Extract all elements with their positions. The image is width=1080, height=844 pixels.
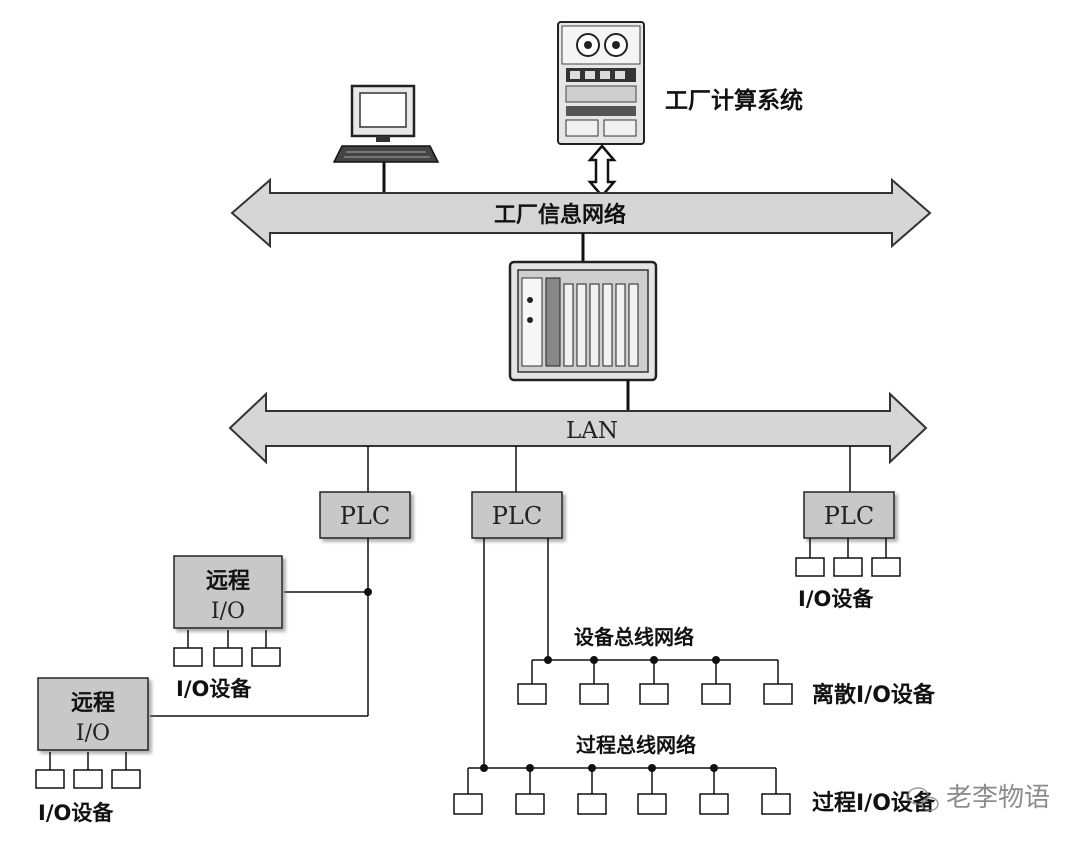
plc-3-io-devices	[795, 557, 901, 577]
plc-1-label: PLC	[340, 502, 390, 530]
plc-2: PLC	[471, 491, 563, 539]
device-bus-junctions	[544, 656, 720, 664]
remote-io-2: 远程 I/O	[37, 677, 149, 751]
workstation-icon	[332, 84, 440, 163]
remote-io-1-subtitle: I/O	[211, 599, 245, 624]
plc-3-io-links	[809, 538, 887, 558]
process-bus-junctions	[480, 764, 718, 772]
plc-1: PLC	[319, 491, 411, 539]
remote-io-1-devices	[173, 647, 281, 667]
plc-1-remote-links	[150, 538, 369, 717]
factory-info-network-label: 工厂信息网络	[494, 202, 626, 228]
remote-io-2-device-links	[49, 752, 127, 770]
process-bus-network	[467, 538, 777, 794]
discrete-io-devices	[517, 683, 793, 705]
process-io-devices	[453, 793, 791, 815]
remote-io-1: 远程 I/O	[173, 555, 283, 629]
wechat-icon	[907, 787, 939, 812]
discrete-io-devices-label: 离散I/O设备	[812, 682, 936, 708]
lan-bus	[228, 391, 928, 465]
factory-computing-system-label: 工厂计算系统	[665, 87, 803, 114]
remote-io-1-io-label: I/O设备	[176, 677, 252, 701]
plc-2-label: PLC	[492, 502, 542, 530]
remote-io-2-io-label: I/O设备	[38, 801, 114, 825]
lan-label: LAN	[566, 418, 618, 444]
remote-io-2-title: 远程	[71, 691, 115, 716]
process-io-devices-label: 过程I/O设备	[812, 790, 936, 816]
plc-3: PLC	[803, 491, 895, 539]
plc-3-label: PLC	[824, 502, 874, 530]
plc-3-io-label: I/O设备	[798, 587, 874, 611]
remote-io-1-title: 远程	[206, 569, 250, 594]
factory-info-network-bus	[230, 177, 932, 249]
device-bus-network-label: 设备总线网络	[574, 625, 694, 649]
watermark-text: 老李物语	[946, 783, 1050, 813]
remote-io-2-devices	[35, 769, 141, 789]
control-rack-icon	[508, 260, 658, 382]
process-bus-network-label: 过程总线网络	[576, 733, 696, 757]
junction-dot	[364, 588, 372, 596]
mainframe-link-arrow	[587, 144, 617, 198]
remote-io-1-device-links	[187, 630, 267, 648]
remote-io-2-subtitle: I/O	[76, 721, 110, 746]
mainframe-icon	[557, 21, 645, 145]
